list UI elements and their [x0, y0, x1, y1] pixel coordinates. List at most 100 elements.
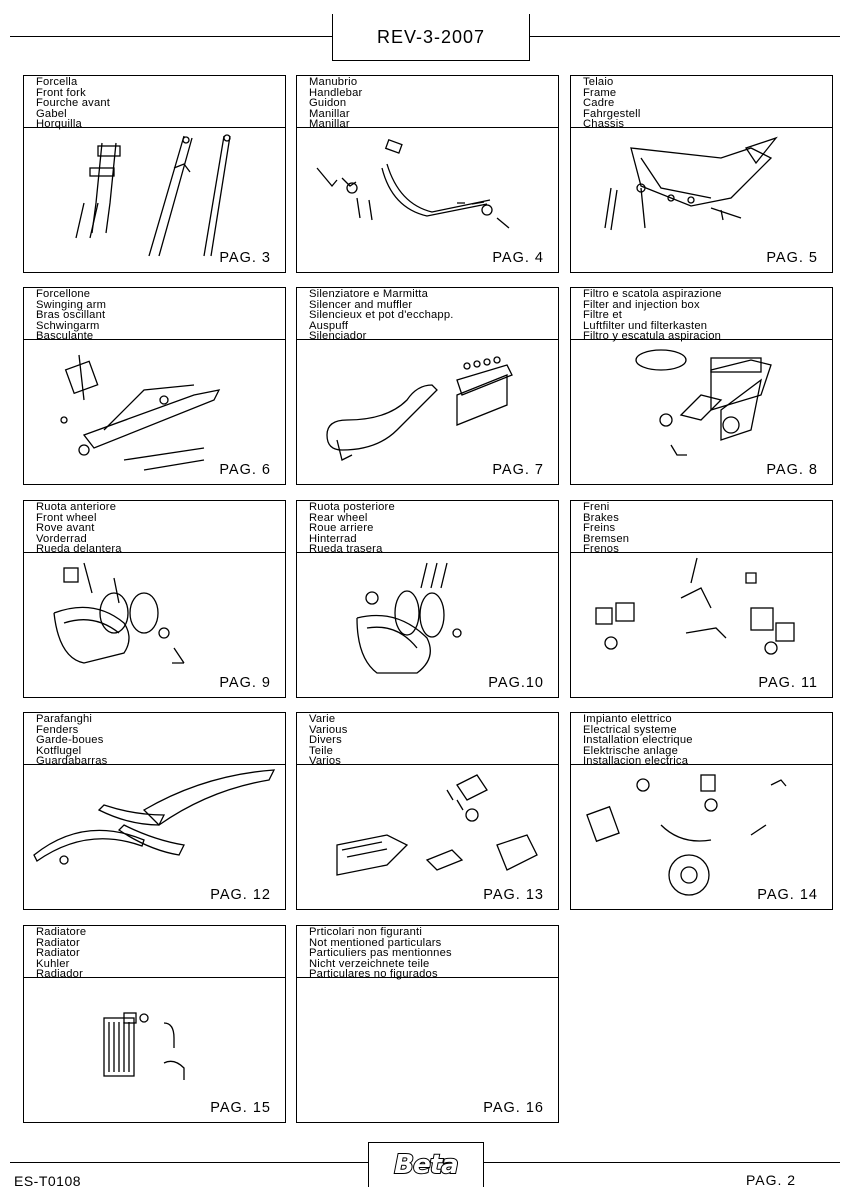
section-label-line: Bremsen [583, 532, 630, 545]
section-label-line: Silencieux et pot d'ecchapp. [309, 309, 454, 321]
various-parts-drawing-icon [297, 765, 558, 909]
section-page-ref[interactable]: PAG. 8 [766, 462, 818, 478]
section-label-line: Basculante [36, 330, 94, 342]
brakes-drawing-icon [571, 553, 832, 697]
section-label-line: Prticolari non figuranti [309, 926, 422, 938]
section-label-line: Rear wheel [309, 511, 368, 524]
section-page-ref[interactable]: PAG. 7 [492, 462, 544, 478]
section-page-ref[interactable]: PAG. 9 [219, 675, 271, 691]
section-label-line: Divers [309, 734, 342, 746]
section-page-ref[interactable]: PAG.10 [488, 675, 544, 691]
section-label-line: Guidon [309, 97, 347, 109]
section-page-ref[interactable]: PAG. 14 [757, 887, 818, 903]
rear-wheel-drawing-icon [297, 553, 558, 697]
section-label-line: Bras oscillant [36, 309, 106, 321]
section-label-line: Radiator [36, 947, 80, 959]
header-rule-right [528, 36, 840, 37]
section-label-line: Hinterrad [309, 532, 357, 545]
section-page-ref[interactable]: PAG. 15 [210, 1100, 271, 1116]
section-page-ref[interactable]: PAG. 4 [492, 250, 544, 266]
section-page-ref[interactable]: PAG. 16 [483, 1100, 544, 1116]
section-label-line: Manillar [309, 107, 350, 120]
section-label-line: Freni [583, 501, 610, 513]
section-label-line: Fenders [36, 723, 79, 736]
section-label-line: Teile [309, 744, 334, 757]
section-label-line: Filter and injection box [583, 298, 700, 311]
section-label-line: Luftfilter und filterkasten [583, 319, 708, 332]
exhaust-drawing-icon [297, 340, 558, 484]
section-label-line: Swinging arm [36, 298, 107, 311]
section-label-line: Gabel [36, 107, 67, 120]
section-page-ref[interactable]: PAG. 13 [483, 887, 544, 903]
section-label-line: Brakes [583, 511, 620, 524]
section-label-line: Auspuff [309, 319, 349, 332]
section-label-line: Chassis [583, 118, 625, 130]
section-label-line: Horquilla [36, 118, 82, 130]
section-label-line: Roue arriere [309, 522, 374, 534]
section-label-line: Rueda delantera [36, 543, 122, 555]
section-page-ref[interactable]: PAG. 12 [210, 887, 271, 903]
section-label-line: Forcellone [36, 288, 91, 300]
section-label-line: Silencer and muffler [309, 298, 413, 311]
section-label-line: Frame [583, 86, 617, 99]
section-label-line: Electrical systeme [583, 723, 677, 736]
section-label-line: Vorderrad [36, 532, 87, 545]
section-label-line: Particuliers pas mentionnes [309, 947, 452, 959]
section-label-line: Ruota posteriore [309, 501, 395, 513]
section-label-line: Frenos [583, 543, 620, 555]
section-label-line: Front fork [36, 86, 86, 99]
section-label-line: Varios [309, 755, 342, 767]
header-rule-left [10, 36, 332, 37]
section-label-line: Not mentioned particulars [309, 936, 442, 949]
section-label-line: Various [309, 723, 348, 736]
section-label-line: Handlebar [309, 86, 363, 99]
section-page-ref[interactable]: PAG. 5 [766, 250, 818, 266]
section-label-line: Particulares no figurados [309, 968, 438, 980]
air-filter-drawing-icon [571, 340, 832, 484]
section-page-ref[interactable]: PAG. 11 [758, 675, 818, 691]
section-page-ref[interactable]: PAG. 6 [219, 462, 271, 478]
section-label-line: Silenziatore e Marmitta [309, 288, 429, 300]
footer-rule-left [10, 1162, 368, 1163]
fenders-drawing-icon [24, 765, 285, 909]
front-fork-drawing-icon [24, 128, 285, 272]
section-label-line: Silenciador [309, 330, 367, 342]
section-label-line: Kotflugel [36, 744, 82, 757]
section-label-line: Elektrische anlage [583, 744, 679, 757]
section-label-line: Fahrgestell [583, 107, 641, 120]
section-label-line: Forcella [36, 76, 78, 88]
section-label-line: Parafanghi [36, 713, 93, 725]
section-label-line: Radiatore [36, 926, 87, 938]
section-label-line: Radiator [36, 936, 80, 949]
beta-logo-text: Beta [393, 1149, 459, 1181]
section-label-line: Filtre et [583, 309, 623, 321]
section-label-line: Kuhler [36, 957, 70, 970]
section-label-line: Freins [583, 522, 616, 534]
section-label-line: Rove avant [36, 522, 95, 534]
section-label-line: Schwingarm [36, 319, 100, 332]
section-label-line: Garde-boues [36, 734, 104, 746]
section-label-line: Telaio [583, 76, 614, 88]
section-page-ref[interactable]: PAG. 3 [219, 250, 271, 266]
section-label-line: Installation electrique [583, 734, 693, 746]
